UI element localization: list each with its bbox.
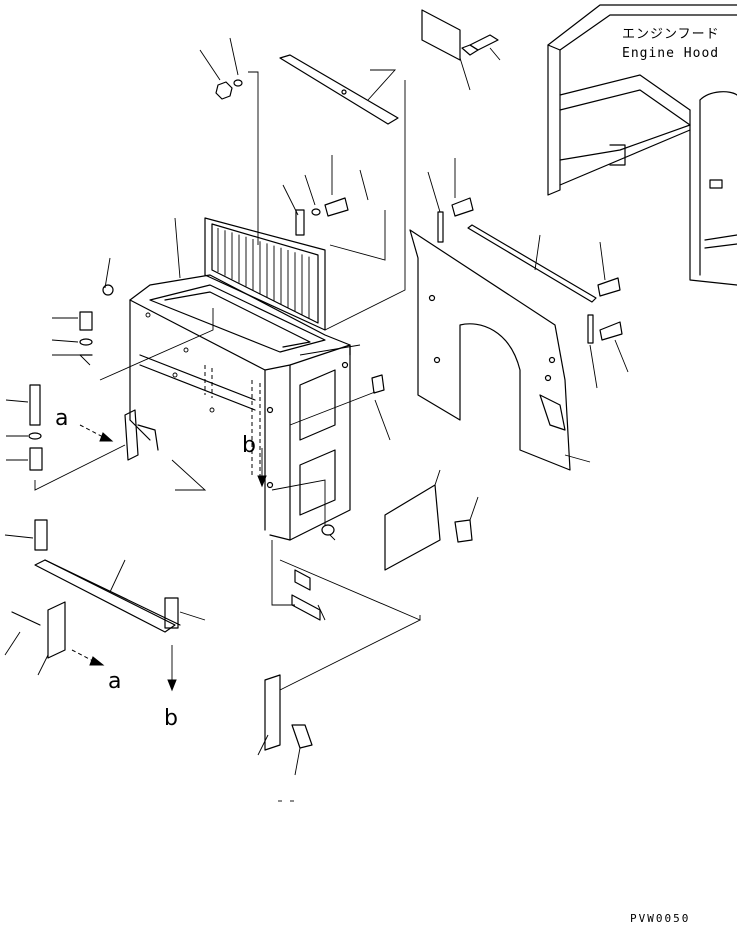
engine-hood [547,4,737,286]
main-cover-holes [145,312,215,413]
view-label-a-arrow: a [108,669,121,694]
hood-label-en: Engine Hood [622,46,719,61]
top-rail [279,54,399,125]
bracket-lower [47,209,594,751]
bottom-rail [34,559,181,633]
cover-plate [384,484,441,571]
arrow-a-upper [79,424,114,442]
left-face-dashes [204,365,261,478]
drawing-code: PVW0050 [630,912,690,925]
hood-label-jp: エンジンフード [622,27,720,42]
arrow-b-upper [257,448,267,488]
main-cover [129,274,351,541]
view-label-b-arrow: b [164,706,178,731]
view-label-b: b [242,433,256,458]
radiator-grill [204,217,326,331]
arrow-a-lower [71,649,105,666]
side-rail [467,224,597,303]
arrow-b-lower [167,645,177,692]
side-panel [409,229,571,471]
view-label-a: a [55,406,68,431]
fasteners [11,34,623,749]
small-plate-top [421,9,461,61]
leader-lines [4,37,629,776]
